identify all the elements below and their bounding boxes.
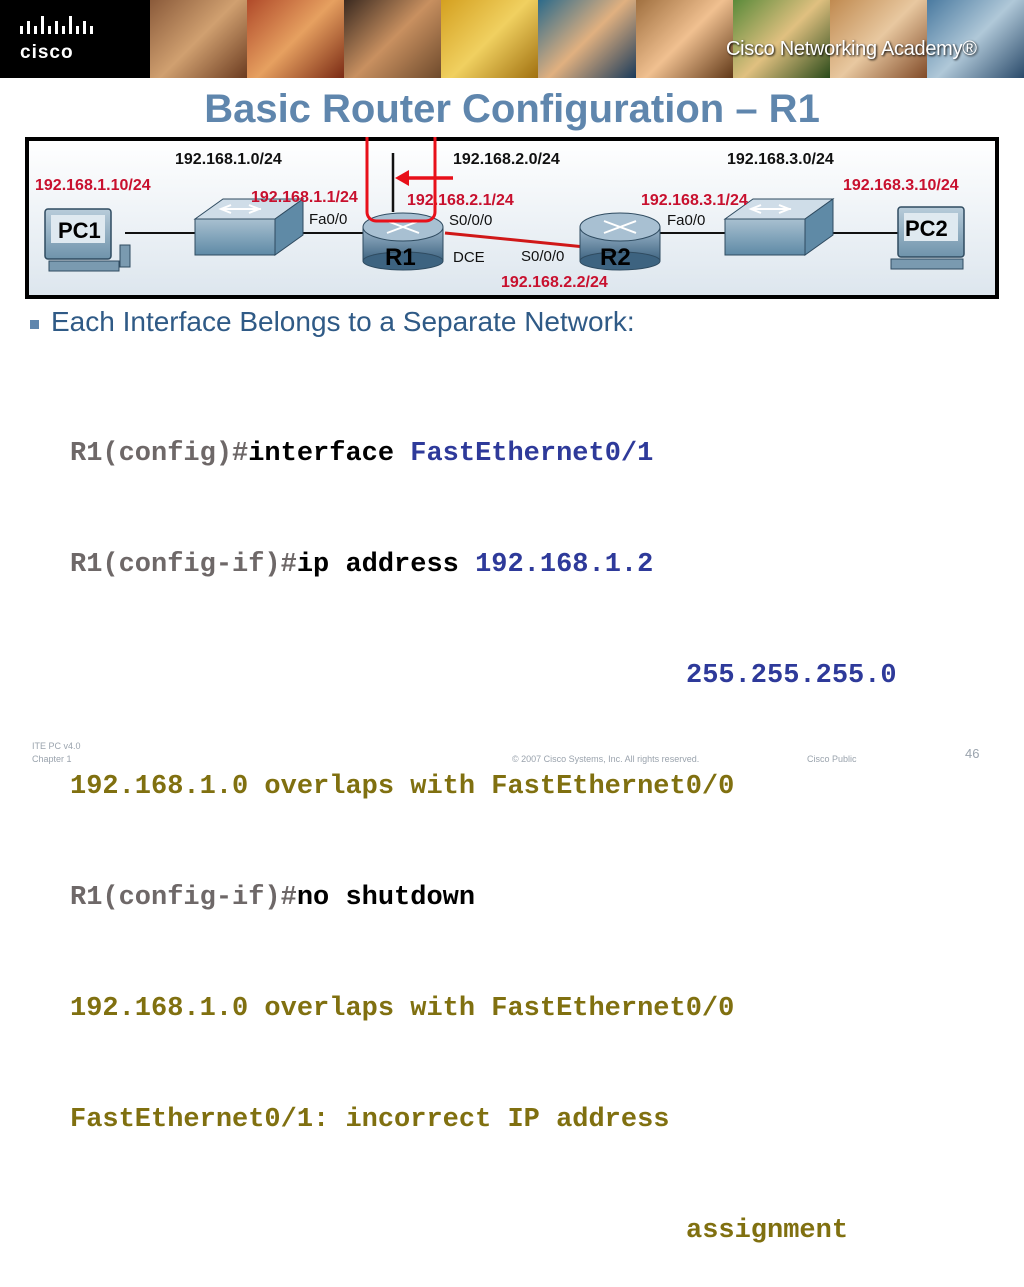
- bullet-item: Each Interface Belongs to a Separate Net…: [30, 306, 635, 338]
- footer-chapter: Chapter 1: [32, 754, 72, 764]
- cli-command: interface: [248, 439, 411, 469]
- bullet-square-icon: [30, 319, 39, 329]
- switch2-icon: [723, 198, 835, 256]
- cli-line-1: R1(config)#interface FastEthernet0/1: [70, 436, 897, 473]
- banner-photo-strip: [150, 0, 1024, 78]
- cli-output: R1(config)#interface FastEthernet0/1 R1(…: [70, 362, 897, 1287]
- header-banner: cisco Cisco Networking Academy®: [0, 0, 1024, 78]
- cisco-logo-text: cisco: [20, 42, 74, 62]
- pc1-icon: [44, 208, 131, 272]
- r2-serial-ip-label: 192.168.2.2/24: [501, 274, 608, 291]
- page-number: 46: [965, 746, 980, 761]
- network-2-label: 192.168.2.0/24: [453, 151, 560, 168]
- footer-copyright: © 2007 Cisco Systems, Inc. All rights re…: [512, 754, 700, 764]
- cli-command: ip address: [296, 550, 476, 580]
- cisco-logo: cisco: [20, 16, 93, 62]
- slide-title: Basic Router Configuration – R1: [204, 87, 820, 131]
- footer-classification: Cisco Public: [807, 754, 857, 764]
- network-3-label: 192.168.3.0/24: [727, 151, 834, 168]
- cli-prompt: R1(config-if)#: [70, 883, 297, 913]
- r2-label: R2: [600, 244, 631, 271]
- r2-serial-interface-label: S0/0/0: [521, 248, 564, 265]
- cli-line-7: FastEthernet0/1: incorrect IP address: [70, 1102, 897, 1139]
- r1-serial-ip-label: 192.168.2.1/24: [407, 192, 514, 209]
- cli-line-4: 192.168.1.0 overlaps with FastEthernet0/…: [70, 769, 897, 806]
- serial-link-r1-r2: [444, 231, 586, 249]
- pc1-ip-label: 192.168.1.10/24: [35, 177, 151, 194]
- r1-fa-interface-label: Fa0/0: [309, 211, 347, 228]
- r2-fa-ip-label: 192.168.3.1/24: [641, 192, 748, 209]
- highlight-box: [365, 137, 437, 223]
- cli-line-5: R1(config-if)#no shutdown: [70, 880, 897, 917]
- footer-version: ITE PC v4.0: [32, 741, 81, 751]
- router-r2-icon: [579, 212, 661, 271]
- cli-line-6: 192.168.1.0 overlaps with FastEthernet0/…: [70, 991, 897, 1028]
- bullet-text: Each Interface Belongs to a Separate Net…: [51, 306, 635, 337]
- highlight-arrow-icon: [395, 170, 409, 186]
- cli-argument: 192.168.1.2: [475, 550, 654, 580]
- cli-line-3: 255.255.255.0: [70, 658, 897, 695]
- r1-fa-ip-label: 192.168.1.1/24: [251, 189, 358, 206]
- cli-argument: 255.255.255.0: [686, 661, 897, 691]
- cli-line-2: R1(config-if)#ip address 192.168.1.2: [70, 547, 897, 584]
- r2-fa-interface-label: Fa0/0: [667, 212, 705, 229]
- r1-serial-interface-label: S0/0/0: [449, 212, 492, 229]
- academy-label: Cisco Networking Academy®: [726, 38, 977, 60]
- cli-error-message: 192.168.1.0 overlaps with FastEthernet0/…: [70, 994, 735, 1024]
- cli-prompt: R1(config-if)#: [70, 550, 297, 580]
- cli-error-message: 192.168.1.0 overlaps with FastEthernet0/…: [70, 772, 735, 802]
- pc2-label: PC2: [905, 216, 948, 241]
- cli-prompt: R1(config)#: [70, 439, 249, 469]
- cli-argument: FastEthernet0/1: [410, 439, 654, 469]
- network-topology-diagram: PC1 R1 R2: [25, 137, 999, 299]
- cli-error-message: FastEthernet0/1: incorrect IP address: [70, 1105, 670, 1135]
- diagram-background: [29, 141, 995, 295]
- dce-label: DCE: [453, 249, 485, 266]
- pc2-ip-label: 192.168.3.10/24: [843, 177, 959, 194]
- cli-command: no shutdown: [296, 883, 476, 913]
- network-1-label: 192.168.1.0/24: [175, 151, 282, 168]
- pc1-label: PC1: [58, 218, 101, 243]
- cli-line-8: assignment: [70, 1213, 897, 1250]
- switch1-icon: [193, 198, 305, 256]
- cli-error-message: assignment: [686, 1216, 849, 1246]
- pc2-icon: [890, 206, 965, 270]
- r1-label: R1: [385, 244, 416, 271]
